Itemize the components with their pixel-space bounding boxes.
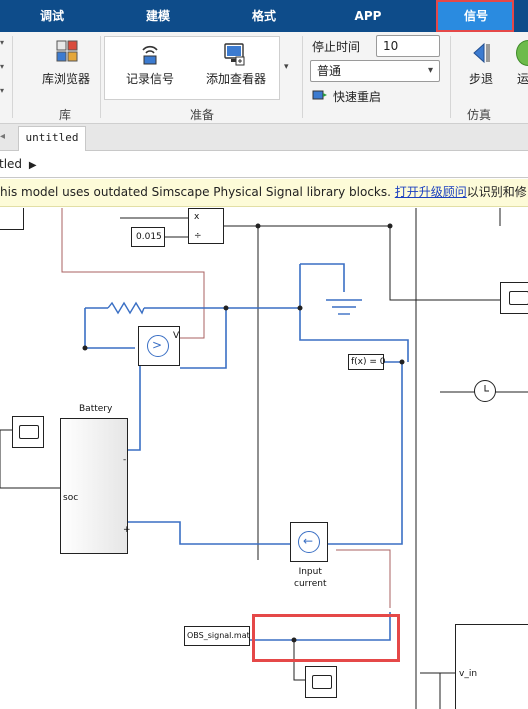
product-op-div: ÷ (194, 231, 202, 241)
breadcrumb: tled ▶ (0, 151, 528, 178)
scope-block[interactable] (500, 282, 528, 314)
voltage-sensor-block[interactable]: > V (138, 326, 180, 366)
step-back-button[interactable]: 步退 (468, 72, 493, 86)
prepare-gallery (104, 36, 280, 100)
chevron-down-icon[interactable]: ▾ (0, 86, 5, 95)
ribbon-toolstrip: ▾ ▾ ▾ 库浏览器 库 记录信号 添加查看器 ▾ 准备 (0, 32, 528, 124)
simulation-section-label: 仿真 (466, 108, 491, 122)
fast-restart-button[interactable]: 快速重启 (333, 90, 382, 104)
library-browser-button[interactable]: 库浏览器 (41, 72, 90, 86)
tab-modeling[interactable]: 建模 (145, 9, 170, 23)
run-button[interactable]: 运 (517, 72, 528, 86)
product-op-mul: x (194, 212, 200, 222)
scroll-left-icon[interactable]: ◂ (0, 131, 6, 142)
constant-block[interactable]: 0.015 (131, 227, 165, 247)
battery-port-minus: - (123, 455, 127, 465)
stop-time-label: 停止时间 (312, 40, 361, 54)
scope-block[interactable] (305, 666, 337, 698)
fcn-expression: f(x) = 0 (351, 357, 386, 367)
upgrade-advisor-link[interactable]: 打开升级顾问 (394, 185, 467, 199)
log-signal-button[interactable]: 记录信号 (125, 72, 174, 86)
constant-value: 0.015 (136, 232, 162, 242)
tab-signal[interactable]: 信号 (438, 0, 514, 32)
voltage-sensor-port: V (173, 331, 180, 341)
battery-block[interactable]: - soc + (60, 418, 131, 554)
step-back-icon[interactable] (468, 40, 494, 66)
breadcrumb-arrow-icon[interactable]: ▶ (28, 160, 37, 171)
clock-icon (484, 385, 489, 392)
tab-apps[interactable]: APP (354, 9, 382, 23)
input-current-block[interactable]: ← (290, 522, 328, 562)
chevron-down-icon: ▾ (427, 65, 433, 76)
simulation-mode-select[interactable]: 普通 ▾ (310, 60, 440, 82)
scope-block[interactable] (12, 416, 44, 448)
from-file-label: OBS_signal.mat (187, 631, 250, 640)
fast-restart-icon[interactable] (312, 88, 328, 102)
run-icon[interactable] (516, 40, 528, 66)
warning-suffix: 以识别和修 (466, 185, 527, 199)
scope-screen-icon (509, 291, 528, 305)
connection-highlight (252, 614, 400, 662)
scope-screen-icon (312, 675, 332, 689)
input-current-label: Input current (294, 567, 327, 589)
chevron-down-icon[interactable]: ▾ (0, 62, 5, 71)
add-viewer-icon[interactable] (222, 42, 248, 66)
warning-text: his model uses outdated Simscape Physica… (0, 185, 391, 199)
prepare-section-label: 准备 (189, 108, 214, 122)
battery-port-plus: + (123, 525, 131, 535)
model-tab-untitled[interactable]: untitled (18, 126, 86, 151)
partial-block[interactable] (0, 208, 24, 230)
vin-port-label: v_in (459, 669, 478, 679)
model-wires (0, 208, 528, 709)
log-signal-icon[interactable] (138, 42, 162, 66)
current-source-icon: ← (298, 531, 320, 553)
tab-signal-highlight (436, 0, 514, 32)
library-browser-icon[interactable] (56, 40, 78, 62)
battery-title: Battery (79, 404, 113, 414)
stop-time-input[interactable]: 10 (376, 35, 440, 57)
from-file-block[interactable]: OBS_signal.mat (184, 626, 250, 646)
tab-format[interactable]: 格式 (251, 9, 276, 23)
battery-port-soc: soc (63, 493, 79, 503)
library-section-label: 库 (58, 108, 71, 122)
clock-block[interactable] (474, 380, 496, 402)
simulation-mode-value: 普通 (317, 64, 342, 78)
warning-banner: his model uses outdated Simscape Physica… (0, 179, 528, 207)
tab-debug[interactable]: 调试 (39, 9, 64, 23)
voltage-sensor-icon: > (147, 335, 169, 357)
subsystem-block[interactable]: v_in (455, 624, 528, 709)
model-canvas[interactable]: x ÷ 0.015 > V f(x) = 0 Battery - soc + ← (0, 208, 528, 709)
scope-screen-icon (19, 425, 39, 439)
ribbon-tab-bar: 调试 建模 格式 APP 信号 (0, 0, 528, 32)
chevron-down-icon[interactable]: ▾ (0, 38, 5, 47)
product-block[interactable]: x ÷ (188, 208, 224, 244)
breadcrumb-model-name[interactable]: tled (0, 157, 23, 171)
fcn-block[interactable]: f(x) = 0 (348, 354, 386, 370)
add-viewer-button[interactable]: 添加查看器 (205, 72, 266, 86)
gallery-expand-icon[interactable]: ▾ (284, 62, 289, 72)
model-tab-bar: ◂ (0, 124, 528, 151)
